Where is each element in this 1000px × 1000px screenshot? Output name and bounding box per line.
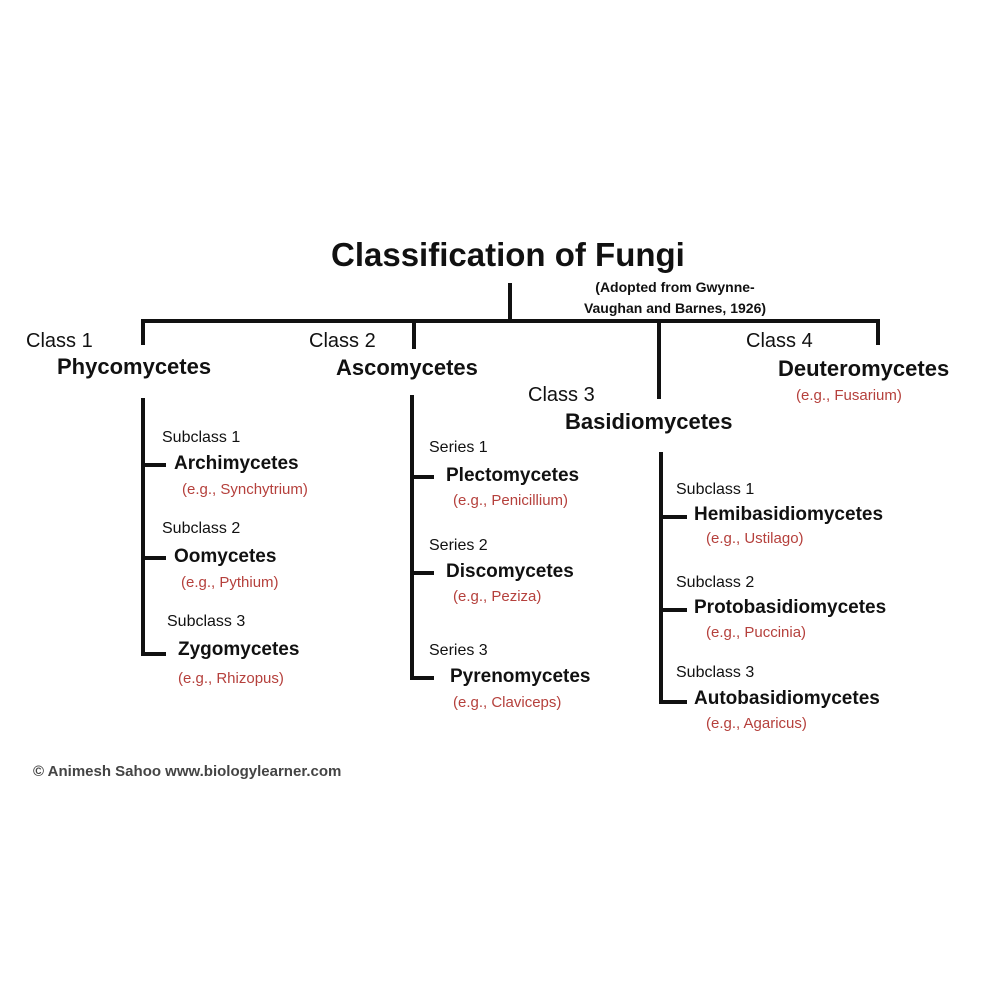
class3-branch-3-line xyxy=(659,700,687,704)
class2-branch-1-line xyxy=(410,475,434,479)
class1-drop-line xyxy=(141,319,145,345)
class3-sub3-label: Subclass 3 xyxy=(676,664,755,681)
credit-text: © Animesh Sahoo www.biologylearner.com xyxy=(33,763,342,780)
class1-sub2-name: Oomycetes xyxy=(174,546,277,567)
class3-branch-1-line xyxy=(659,515,687,519)
class1-sub1-name: Archimycetes xyxy=(174,453,299,474)
class3-sub2-name: Protobasidiomycetes xyxy=(694,597,887,618)
class2-series3-example: (e.g., Claviceps) xyxy=(453,694,562,711)
class1-sub1-label: Subclass 1 xyxy=(162,429,241,446)
class2-series3-label: Series 3 xyxy=(429,642,488,659)
class2-series3-name: Pyrenomycetes xyxy=(450,666,591,687)
class3-sub2-label: Subclass 2 xyxy=(676,574,755,591)
class3-branch-2-line xyxy=(659,608,687,612)
class1-sub3-label: Subclass 3 xyxy=(167,613,246,630)
class3-sub2-example: (e.g., Puccinia) xyxy=(706,624,807,641)
class3-trunk-line xyxy=(659,452,663,704)
subtitle-line-2: Vaughan and Barnes, 1926) xyxy=(583,300,767,316)
class1-branch-1-line xyxy=(141,463,166,467)
class3-name: Basidiomycetes xyxy=(565,409,733,434)
class3-sub1-example: (e.g., Ustilago) xyxy=(706,530,804,547)
class1-sub1-example: (e.g., Synchytrium) xyxy=(182,481,308,498)
class1-sub2-label: Subclass 2 xyxy=(162,520,241,537)
class3-drop-line xyxy=(657,319,661,399)
class3-sub1-name: Hemibasidiomycetes xyxy=(694,504,884,525)
class1-trunk-line xyxy=(141,398,145,656)
class2-series1-example: (e.g., Penicillium) xyxy=(453,492,569,509)
diagram-subtitle: (Adopted from Gwynne- Vaughan and Barnes… xyxy=(555,277,795,319)
class1-sub2-example: (e.g., Pythium) xyxy=(181,574,279,591)
class1-sub3-example: (e.g., Rhizopus) xyxy=(178,670,284,687)
class3-sub1-label: Subclass 1 xyxy=(676,481,755,498)
class1-branch-3-line xyxy=(141,652,166,656)
class2-drop-line xyxy=(412,319,416,349)
class4-name: Deuteromycetes xyxy=(778,356,950,381)
class2-branch-3-line xyxy=(410,676,434,680)
class4-drop-line xyxy=(876,319,880,345)
class1-label: Class 1 xyxy=(26,330,93,352)
class2-series1-label: Series 1 xyxy=(429,439,488,456)
class4-example: (e.g., Fusarium) xyxy=(796,387,902,404)
class2-series1-name: Plectomycetes xyxy=(446,465,580,486)
root-horizontal-line xyxy=(141,319,880,323)
class2-series2-example: (e.g., Peziza) xyxy=(453,588,542,605)
class2-series2-label: Series 2 xyxy=(429,537,488,554)
class3-sub3-example: (e.g., Agaricus) xyxy=(706,715,807,732)
subtitle-line-1: (Adopted from Gwynne- xyxy=(595,279,755,295)
class4-label: Class 4 xyxy=(746,330,813,352)
class1-branch-2-line xyxy=(141,556,166,560)
class1-name: Phycomycetes xyxy=(57,354,212,379)
class3-label: Class 3 xyxy=(528,384,595,406)
class3-sub3-name: Autobasidiomycetes xyxy=(694,688,880,709)
class2-name: Ascomycetes xyxy=(336,355,478,380)
class2-trunk-line xyxy=(410,395,414,680)
class2-branch-2-line xyxy=(410,571,434,575)
diagram-title: Classification of Fungi xyxy=(331,236,685,273)
class2-series2-name: Discomycetes xyxy=(446,561,574,582)
class2-label: Class 2 xyxy=(309,330,376,352)
class1-sub3-name: Zygomycetes xyxy=(178,639,300,660)
root-stem-line xyxy=(508,283,512,323)
